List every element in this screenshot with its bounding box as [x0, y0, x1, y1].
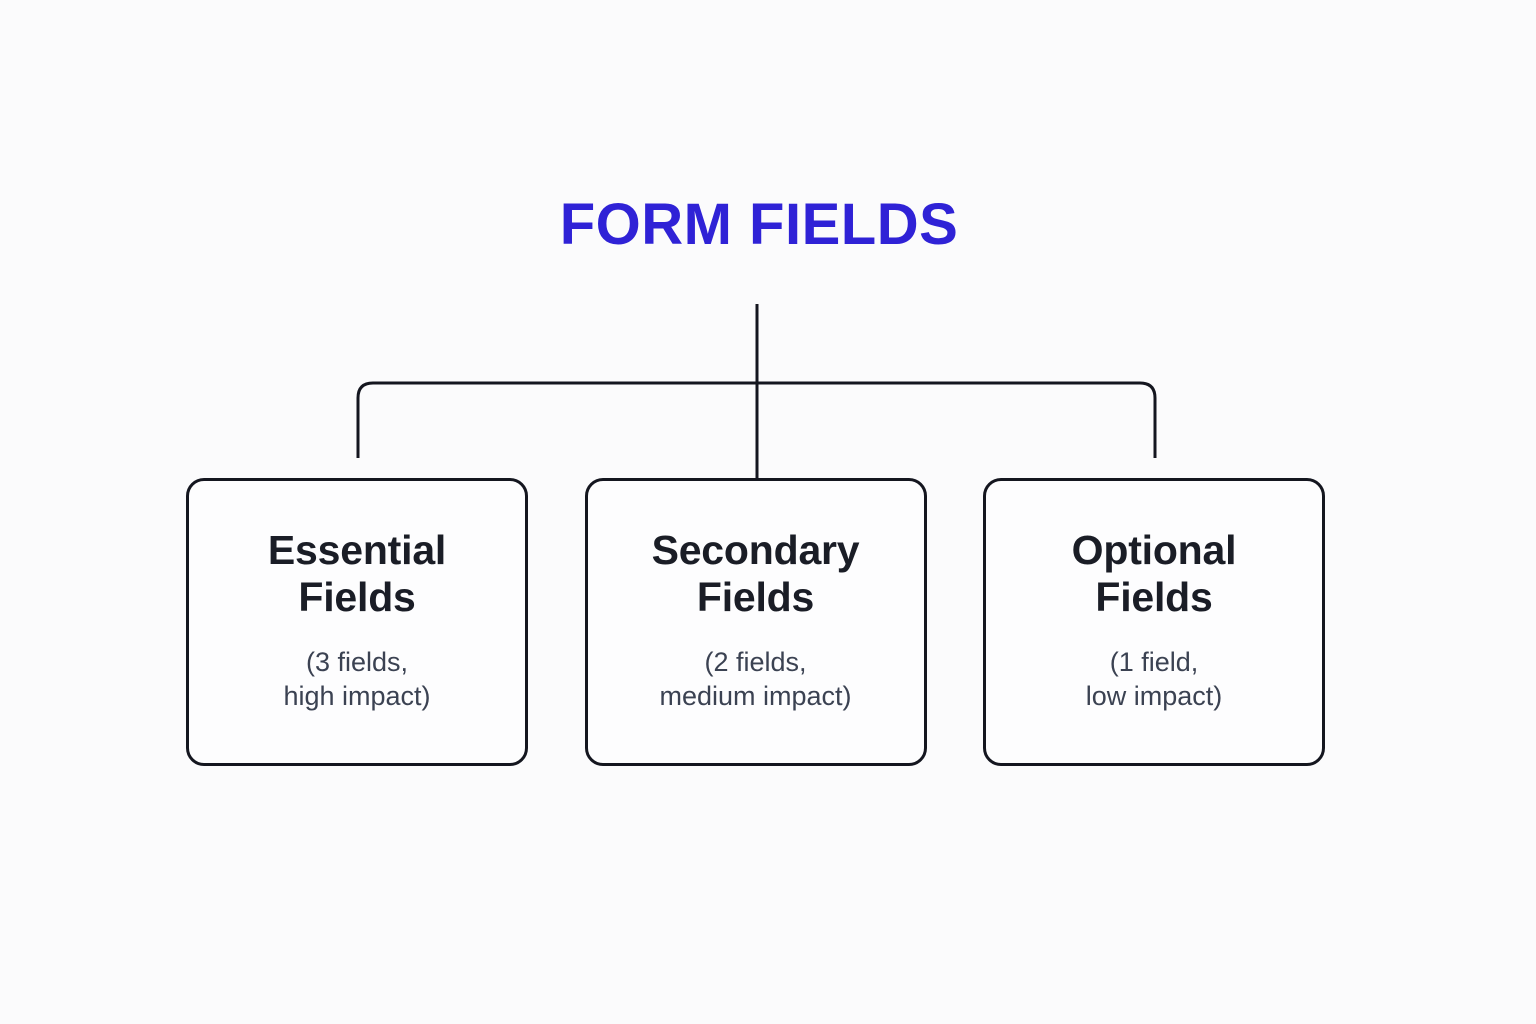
node-title: Optional Fields — [1071, 526, 1237, 620]
page-title: FORM FIELDS — [559, 192, 959, 257]
connector-right-branch — [757, 381, 1157, 458]
node-essential-fields[interactable]: Essential Fields (3 fields, high impact) — [186, 478, 528, 766]
node-subtitle: (1 field, low impact) — [1085, 647, 1223, 711]
node-row: Essential Fields (3 fields, high impact)… — [186, 478, 1325, 766]
node-title: Essential Fields — [267, 526, 447, 620]
node-optional-fields[interactable]: Optional Fields (1 field, low impact) — [983, 478, 1325, 766]
node-secondary-fields[interactable]: Secondary Fields (2 fields, medium impac… — [584, 478, 927, 766]
node-subtitle: (3 fields, high impact) — [283, 647, 431, 711]
node-title: Secondary Fields — [651, 526, 860, 620]
connector-left-branch — [356, 381, 757, 458]
node-subtitle: (2 fields, medium impact) — [659, 647, 852, 711]
